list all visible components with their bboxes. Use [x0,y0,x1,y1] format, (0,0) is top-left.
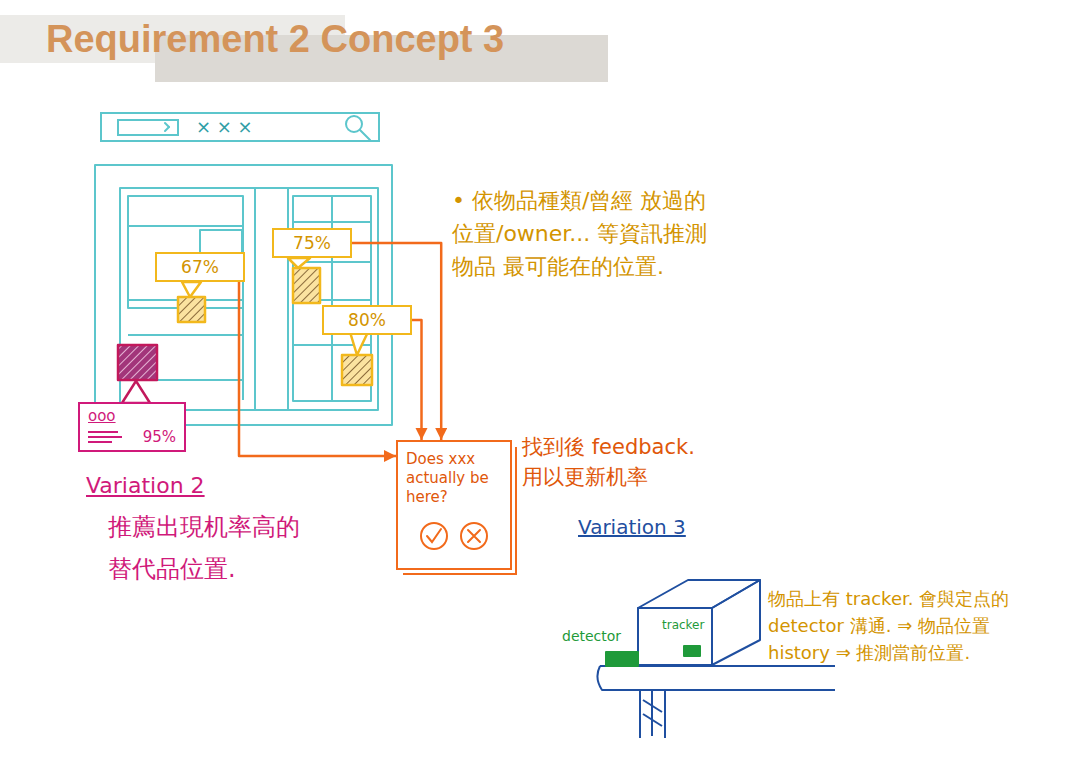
sketch-stroke [118,120,178,135]
search-bar: × × × [100,112,380,142]
sketch-stroke [597,666,835,690]
placeholder-line [88,431,118,433]
sketch-stroke [638,580,760,608]
variation-heading: Variation 2 [86,472,205,500]
note-text: • 依物品種類/曾經 放過的位置/owner... 等資訊推測物品 最可能在的位… [452,184,714,283]
sketch-stroke [712,580,760,665]
sketch-stroke [606,652,638,666]
sketch-stroke [288,258,310,268]
substitute-callout: ooo 95% [78,402,186,452]
sketch-stroke [342,355,372,385]
flow-arrow [412,320,422,440]
sketch-stroke [350,332,368,355]
sketch-stroke [122,381,150,403]
sketch-stroke [254,188,256,410]
variation-heading: Variation 3 [578,514,686,540]
sketch-stroke [182,282,201,297]
note-text: 找到後 feedback. 用以更新机率 [522,432,714,492]
probability-callout: 67% [155,252,245,282]
sketch-stroke [643,714,662,726]
sketch-stroke [293,196,371,401]
substitute-marker [118,345,157,403]
box-text: 67% [165,256,235,278]
probability-callout: 75% [272,228,352,258]
sketch-stroke [120,188,378,410]
sketch-stroke [95,165,392,425]
placeholder-line [88,441,112,443]
feedback-dialog: Does xxx actually be here? [396,440,512,570]
sketch-stroke [118,345,157,380]
cross-mark [468,530,480,542]
sketch-stroke [643,700,662,712]
box-text: ooo [88,407,176,425]
flow-arrow [352,243,441,440]
text-row: 95% [88,428,176,446]
sketch-stroke [287,188,289,410]
box-value: 95% [143,428,176,446]
sketch-stroke [128,225,243,227]
box-text: Does xxx actually be here? [406,450,502,507]
yes-no-buttons [406,519,502,553]
sketch-stroke [128,334,243,336]
part-label: tracker [662,617,704,633]
part-label: detector [562,627,621,645]
sketch-stroke [200,230,242,254]
sketch-stroke [639,690,641,738]
sketch-stroke [638,608,712,665]
sketch-stroke [242,308,244,400]
sketch-stroke [293,268,320,303]
sketch-stroke [331,196,333,401]
sketch-stroke [165,127,169,131]
box-text: 80% [332,309,402,331]
box-text: × × × [196,114,378,140]
note-text: 推薦出現机率高的 替代品位置. [108,506,310,590]
page-title: Requirement 2 Concept 3 [46,17,504,61]
sketch-stroke [178,297,205,322]
sketch-stroke [360,130,370,140]
placeholder-line [88,436,122,438]
sketch-stroke [651,690,653,736]
sketch-stroke [684,646,700,656]
sketch-stroke [664,690,666,738]
yes-button [421,523,447,549]
note-text: 物品上有 tracker. 會與定点的 detector 溝通. ⇒ 物品位置 … [768,585,1016,666]
title-band [0,15,608,82]
probability-callout: 80% [322,305,412,335]
box-text: 75% [282,232,342,254]
no-button [461,523,487,549]
shelf-map [95,165,392,425]
placeholder-lines [88,428,122,446]
check-mark [427,529,441,542]
